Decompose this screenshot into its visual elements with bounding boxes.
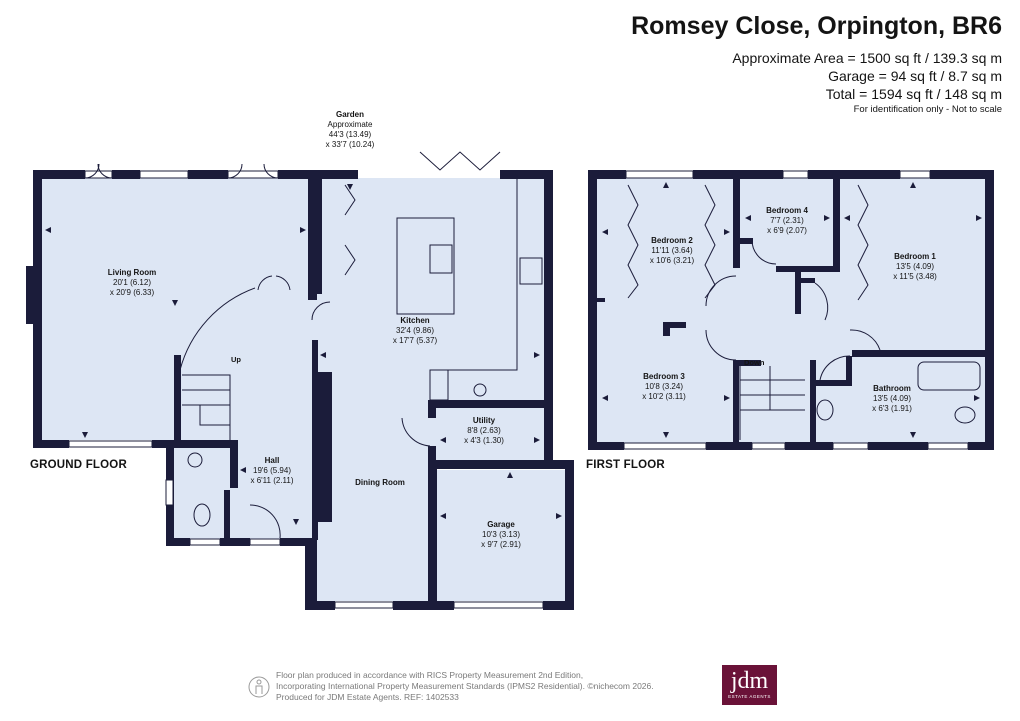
garden-approx: Approximate (327, 120, 373, 129)
logo-text: jdm (730, 668, 769, 694)
room-name: Kitchen (400, 316, 430, 325)
room-name: Bedroom 1 (894, 252, 936, 261)
footer-line-2: Incorporating International Property Mea… (276, 681, 654, 691)
room-name: Hall (264, 456, 280, 465)
total-area: Total = 1594 sq ft / 148 sq m (825, 86, 1002, 102)
room-name: Dining Room (355, 478, 405, 487)
room-dim1: 11'11 (3.64) (651, 246, 693, 255)
garden-name: Garden (335, 110, 365, 119)
room-dim1: 13'5 (4.09) (873, 394, 911, 403)
room-garage: Garage 10'3 (3.13) x 9'7 (2.91) (481, 520, 521, 550)
garage-area: Garage = 94 sq ft / 8.7 sq m (828, 68, 1002, 84)
jdm-logo: jdm ESTATE AGENTS (722, 665, 777, 705)
room-dim1: 13'5 (4.09) (896, 262, 934, 271)
room-dim2: x 6'11 (2.11) (250, 476, 294, 485)
room-dim1: 10'3 (3.13) (482, 530, 520, 539)
room-dim2: x 10'6 (3.21) (649, 256, 695, 265)
room-name: Living Room (107, 268, 157, 277)
identification-note: For identification only - Not to scale (853, 104, 1002, 115)
room-utility: Utility 8'8 (2.63) x 4'3 (1.30) (464, 416, 504, 446)
ground-floor-label: GROUND FLOOR (30, 459, 127, 471)
room-bedroom-2: Bedroom 2 11'11 (3.64) x 10'6 (3.21) (650, 236, 694, 266)
stairs-down-label: Down (744, 358, 765, 367)
room-dim2: x 6'9 (2.07) (767, 226, 807, 235)
room-bathroom: Bathroom 13'5 (4.09) x 6'3 (1.91) (872, 384, 912, 414)
garden-dim1: 44'3 (13.49) (328, 130, 372, 139)
room-dim1: 20'1 (6.12) (112, 278, 151, 287)
room-dim2: x 17'7 (5.37) (392, 336, 438, 345)
property-title: Romsey Close, Orpington, BR6 (631, 12, 1002, 40)
room-name: Garage (487, 520, 515, 529)
room-name: Utility (472, 416, 496, 425)
room-dim2: x 20'9 (6.33) (109, 288, 155, 297)
room-dim2: x 11'5 (3.48) (893, 272, 937, 281)
garden-dim2: x 33'7 (10.24) (325, 140, 375, 149)
room-dim2: x 4'3 (1.30) (464, 436, 504, 445)
room-kitchen: Kitchen 32'4 (9.86) x 17'7 (5.37) (393, 316, 437, 346)
room-dim1: 7'7 (2.31) (770, 216, 804, 225)
room-dim2: x 6'3 (1.91) (872, 404, 912, 413)
room-name: Bedroom 3 (643, 372, 685, 381)
room-hall: Hall 19'6 (5.94) x 6'11 (2.11) (250, 456, 293, 486)
footer-text: Floor plan produced in accordance with R… (276, 670, 654, 703)
room-bedroom-3: Bedroom 3 10'8 (3.24) x 10'2 (3.11) (642, 372, 686, 402)
approximate-area: Approximate Area = 1500 sq ft / 139.3 sq… (732, 50, 1002, 66)
garden-label: Garden Approximate 44'3 (13.49) x 33'7 (… (326, 110, 375, 150)
first-floor-label: FIRST FLOOR (586, 459, 665, 471)
room-name: Bathroom (873, 384, 911, 393)
stairs-up-label: Up (231, 355, 241, 364)
room-bedroom-1: Bedroom 1 13'5 (4.09) x 11'5 (3.48) (893, 252, 937, 282)
footer-line-3: Produced for JDM Estate Agents. REF: 140… (276, 692, 459, 702)
room-dining: Dining Room (355, 478, 405, 488)
room-name: Bedroom 2 (651, 236, 693, 245)
room-dim2: x 10'2 (3.11) (642, 392, 686, 401)
room-living: Living Room 20'1 (6.12) x 20'9 (6.33) (108, 268, 156, 298)
person-icon (248, 676, 270, 698)
footer-line-1: Floor plan produced in accordance with R… (276, 670, 584, 680)
room-dim1: 19'6 (5.94) (253, 466, 291, 475)
room-bedroom-4: Bedroom 4 7'7 (2.31) x 6'9 (2.07) (766, 206, 808, 236)
room-dim2: x 9'7 (2.91) (481, 540, 521, 549)
room-dim1: 10'8 (3.24) (645, 382, 683, 391)
room-name: Bedroom 4 (766, 206, 808, 215)
room-dim1: 8'8 (2.63) (467, 426, 501, 435)
room-dim1: 32'4 (9.86) (396, 326, 434, 335)
logo-subtitle: ESTATE AGENTS (728, 694, 771, 699)
